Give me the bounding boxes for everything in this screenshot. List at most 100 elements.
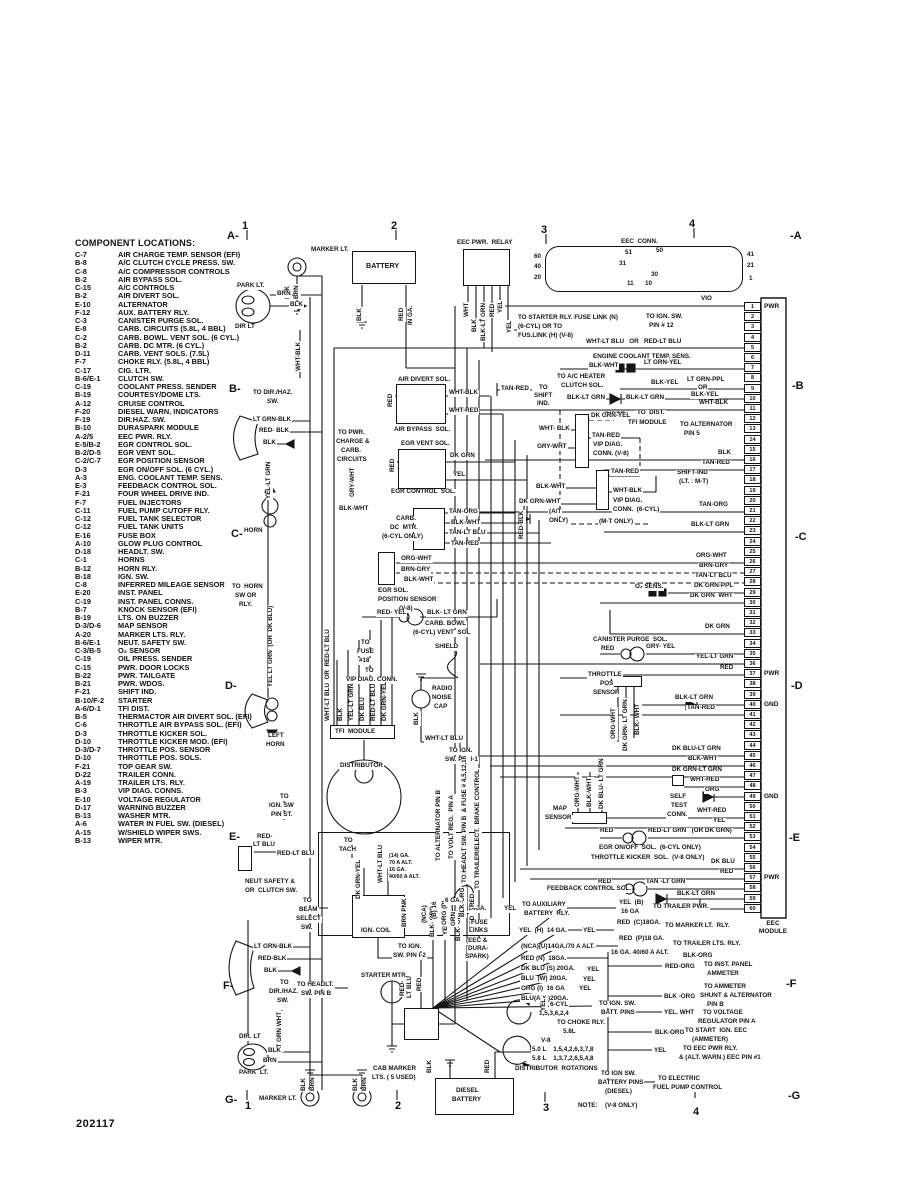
legend-entry-name: CLUTCH SW.: [118, 373, 164, 383]
diagram-label: CONN. (V-8): [592, 450, 630, 458]
diagram-label: BLK: [413, 711, 421, 726]
legend-entry-name: GLOW PLUG CONTROL: [118, 538, 203, 548]
legend-entry-ref: C-12: [75, 514, 92, 523]
legend-entry-name: ALTERNATOR: [118, 299, 168, 309]
eec-pin-49: 49: [744, 791, 761, 801]
diagram-label: RED: [719, 664, 735, 672]
legend-entry-name: DURASPARK MODULE: [118, 423, 199, 433]
grid-ref-bottom-1: 1: [245, 1100, 252, 1112]
eec-pin-26: 26: [744, 557, 761, 566]
grid-ref-top-2: 2: [391, 220, 398, 232]
legend-entry-name: THERMACTOR AIR DIVERT SOL. (EFI): [118, 712, 252, 721]
diagram-label: BLK-ORG: [654, 1029, 686, 1037]
eec-pin-16: 16: [744, 455, 761, 464]
eec-pin-tag-40: GND: [764, 700, 779, 708]
diagram-label: RED: [597, 878, 613, 886]
diagram-label: LT BLU: [406, 975, 414, 999]
diagram-label: PIN ST.: [270, 811, 294, 819]
grid-ref-left-E: E-: [229, 831, 240, 843]
legend-entry-ref: B-2/D-5: [75, 448, 101, 457]
diagram-label: YEL-LT GRN: [265, 460, 273, 500]
legend-entry-name: AIR DIVERT SOL.: [118, 291, 180, 301]
legend-entry-name: KNOCK SENSOR (EFI): [118, 604, 197, 614]
grid-ref-bottom-3: 3: [543, 1102, 550, 1114]
legend-entry-name: DIESEL WARN. INDICATORS: [118, 406, 219, 416]
diagram-label: CAB MARKER: [372, 1065, 418, 1073]
diagram-label: RED- YEL: [376, 609, 408, 617]
diagram-label: ORG-WHT: [610, 707, 618, 740]
diagram-label: BRN: [361, 1076, 369, 1092]
eec-pin-11: 11: [744, 404, 761, 413]
legend-entry-name: INST. PANEL CONNS.: [118, 596, 194, 606]
eec-pin-56: 56: [744, 863, 761, 872]
diagram-label: RED: [600, 645, 616, 653]
diagram-label: TAN-LT BLU: [694, 572, 733, 580]
eec-pin-1: 1: [744, 302, 761, 311]
eec-pin-32: 32: [744, 618, 761, 628]
vip-diag-v8-conn: [575, 414, 589, 468]
diagram-label: 70 A ALT.: [388, 860, 414, 867]
diagram-label: BLK: [300, 1077, 308, 1092]
legend-entry-ref: B-21: [75, 679, 92, 688]
grid-ref-left-C: C-: [231, 528, 243, 540]
legend-entry-name: OIL PRESS. SENDER: [118, 654, 193, 664]
diagram-label: DK GRN- LT GRN: [622, 698, 630, 752]
diagram-label: MAP: [552, 805, 568, 813]
diagram-label: DK GRN-YEL: [381, 680, 389, 722]
legend-entry-name: THROTTLE POS. SOLS.: [118, 753, 202, 763]
legend-entry-ref: D-11: [75, 349, 91, 358]
diagram-label: TO TRAILER PWR.: [652, 903, 710, 911]
diagram-label: DK GRN: [704, 623, 731, 631]
diagram-label: HORN: [265, 741, 286, 749]
eec-pin-30: 30: [744, 597, 761, 607]
diagram-label: #18: [358, 657, 371, 665]
legend-entry-ref: C-8: [75, 266, 87, 276]
diagram-label: THROTTLE KICKER SOL. (V-8 ONLY): [590, 854, 706, 862]
diagram-label: TO DIR./HAZ.: [252, 389, 294, 397]
eec-pin-46: 46: [744, 761, 761, 770]
legend-entry-name: EGR POSITION SENSOR: [118, 456, 205, 466]
diagram-label: TO START IGN. EEC: [684, 1027, 749, 1035]
legend-entry-ref: B-2: [75, 340, 87, 350]
diagram-label: ONLY): [548, 517, 570, 525]
legend-entry-ref: D-17: [75, 802, 92, 812]
diagram-label: DISTRIBUTOR ROTATIONS: [514, 1065, 599, 1073]
legend-entry-name: LTS. ON BUZZER: [118, 613, 179, 622]
legend-entry-name: WATER IN FUEL SW. (DIESEL): [118, 819, 225, 829]
legend-entry-name: THROTTLE POS. SENSOR: [118, 745, 211, 754]
diagram-label: TO TRAILER/ELECT. BRAKE CONTROL: [474, 768, 482, 890]
legend-entry-name: CARB. VENT SOLS. (7.5L): [118, 349, 210, 358]
legend-entry-ref: C-11: [75, 505, 91, 515]
legend-entry-name: AIR BYPASS SOL.: [118, 274, 182, 284]
grid-ref-top-4: 4: [689, 218, 696, 230]
diesel-battery-box: [435, 1078, 514, 1115]
legend-entry-ref: B-6/E-1: [75, 373, 101, 383]
legend-entry-ref: F-21: [75, 489, 91, 499]
legend-entry-ref: B-12: [75, 563, 92, 573]
diagram-label: RED-: [256, 833, 274, 841]
diagram-label: STARTER MTR.: [360, 972, 409, 980]
diagram-label: BLK-YEL: [650, 379, 680, 387]
legend-entry-ref: E-20: [75, 588, 91, 598]
eec-pin-43: 43: [744, 730, 761, 740]
legend-entry-ref: C-19: [75, 596, 92, 606]
legend-entry-ref: A-15: [75, 827, 92, 837]
legend-entry-name: A/C CONTROLS: [118, 283, 175, 292]
eec-pin-41: 41: [744, 710, 761, 719]
diagram-label: VIP DIAG.: [592, 441, 624, 449]
